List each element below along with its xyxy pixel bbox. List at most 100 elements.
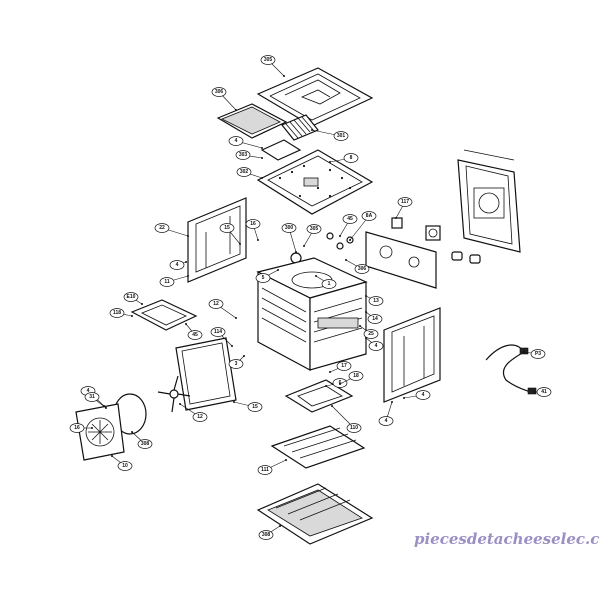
callout-number: 114 [214, 329, 222, 335]
callout-20: 306 [345, 259, 370, 274]
callout-34: 16 [69, 423, 93, 433]
callout-number: 303 [239, 152, 248, 158]
callout-41: 4 [403, 390, 431, 400]
callout-number: E10 [127, 294, 136, 300]
callout-17: 5 [255, 269, 279, 283]
callout-number: P3 [535, 351, 541, 357]
callout-11: 117 [395, 197, 413, 219]
convection-fan-cover [75, 403, 125, 461]
callout-number: 10 [122, 463, 128, 469]
callout-18: 1 [315, 275, 337, 289]
callout-bubble [321, 279, 337, 289]
callout-43: 17 [329, 361, 352, 373]
callout-26: 118 [109, 308, 133, 318]
callout-40: 110 [331, 405, 362, 433]
callout-leader-dot [359, 325, 361, 327]
callout-leader-dot [261, 157, 263, 159]
callout-bubble [260, 55, 276, 65]
callout-number: 18 [353, 373, 359, 379]
insulation-pad [216, 103, 288, 139]
callout-bubble [306, 224, 322, 234]
callout-22: 25 [359, 325, 379, 339]
callout-leader-dot [325, 385, 327, 387]
callout-number: 31 [89, 394, 95, 400]
callout-number: 111 [261, 467, 269, 473]
callout-leader-dot [187, 275, 189, 277]
callout-number: 45 [192, 332, 198, 338]
callout-number: 5 [262, 275, 265, 281]
callout-24: 12 [208, 299, 237, 319]
callout-bubble [346, 423, 362, 433]
callout-8: 16 [245, 219, 261, 241]
callout-23: 4 [365, 337, 384, 351]
callout-leader-dot [257, 239, 259, 241]
callout-number: 25 [368, 331, 374, 337]
callout-bubble [69, 423, 85, 433]
callout-1: 306 [211, 87, 237, 111]
bottom-heating-element [284, 379, 354, 413]
callout-leader-dot [533, 391, 535, 393]
callout-number: 118 [113, 310, 121, 316]
callout-bubble [257, 465, 273, 475]
callout-bubble [117, 461, 133, 471]
callout-bubble [397, 197, 413, 207]
callout-leader-dot [261, 147, 263, 149]
callout-leader-dot [295, 251, 297, 253]
callout-21: 14 [365, 311, 383, 324]
callout-leader-dot [345, 259, 347, 261]
callout-45: 111 [257, 459, 287, 475]
callout-27: 45 [185, 323, 203, 340]
callout-bubble [235, 150, 251, 160]
callout-number: 308 [141, 441, 150, 447]
callout-number: 11 [164, 279, 170, 285]
callout-number: 16 [250, 221, 256, 227]
thermostat [391, 217, 403, 229]
callout-6: 302 [236, 167, 263, 179]
callout-leader-dot [365, 311, 367, 313]
top-heating-element [130, 299, 198, 331]
callout-number: 305 [264, 57, 273, 63]
callout-7: 15 [219, 223, 241, 245]
callout-44: 18 [339, 371, 364, 385]
callout-31: 12 [179, 403, 208, 422]
callout-leader-dot [349, 239, 351, 241]
callout-bubble [211, 87, 227, 97]
callout-3: 301 [311, 129, 349, 141]
callout-number: 15 [224, 225, 230, 231]
callout-bubble [368, 296, 384, 306]
callout-leader-dot [403, 397, 405, 399]
callout-bubble [236, 167, 252, 177]
callout-leader-dot [239, 243, 241, 245]
callout-leader-dot [235, 109, 237, 111]
callout-number: 16 [74, 425, 80, 431]
callout-number: 302 [240, 169, 249, 175]
callout-bubble [281, 223, 297, 233]
callout-bubble [228, 136, 244, 146]
callout-leader-dot [285, 459, 287, 461]
callout-leader-dot [303, 245, 305, 247]
callout-leader-dot [329, 371, 331, 373]
callout-number: 8A [366, 213, 373, 219]
callout-bubble [109, 308, 125, 318]
callout-33: 10 [111, 455, 133, 471]
callout-bubble [192, 412, 208, 422]
callout-19: 13 [365, 295, 384, 306]
knob [451, 251, 481, 264]
callout-number: 117 [401, 199, 409, 205]
callout-42: 4 [378, 401, 394, 426]
callout-number: 17 [341, 363, 347, 369]
callout-number: 301 [337, 133, 346, 139]
callout-leader-dot [279, 525, 281, 527]
callout-leader-dot [329, 161, 331, 163]
callout-2: 4 [228, 136, 263, 149]
right-side-panel [383, 307, 441, 403]
callout-bubble [367, 314, 383, 324]
callout-number: 4 [375, 343, 378, 349]
callout-bubble [258, 530, 274, 540]
callout-number: 14 [372, 316, 378, 322]
callout-number: 4 [235, 138, 238, 144]
callout-38: 41 [533, 387, 552, 397]
callout-16: 11 [159, 275, 189, 287]
callout-bubble [84, 392, 100, 402]
